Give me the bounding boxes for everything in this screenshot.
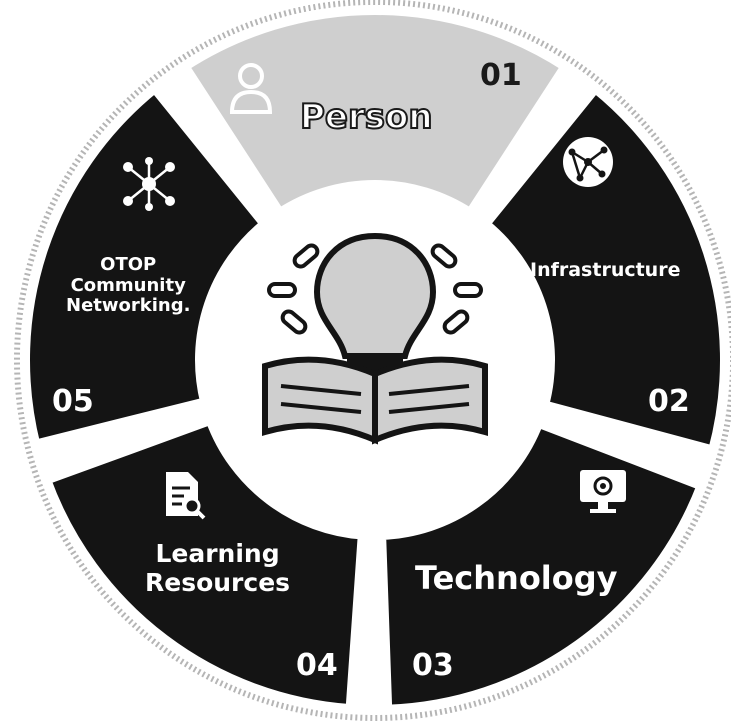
segment-label-otop-community-networking: OTOP Community Networking. [66,254,191,317]
segment-otop-community-networking [20,80,272,451]
segment-label-line: Learning [155,539,280,568]
document-search-icon [166,472,206,520]
people-network-icon [123,157,175,211]
segment-label-line: Networking. [66,295,191,317]
lightbulb-book-icon [262,232,488,445]
segment-infrastructure [478,80,730,457]
segments-layer [20,5,730,715]
monitor-gear-icon [580,470,626,513]
segment-number-01: 01 [480,58,522,93]
segment-label-person: Person [299,96,434,137]
person-icon [229,63,273,114]
segment-label-infrastructure: Infrastructure [530,259,681,281]
segment-label-line: Resources [145,567,291,597]
segment-number-03: 03 [412,648,454,683]
segment-label-technology: Technology [415,559,618,597]
segment-number-02: 02 [648,384,690,419]
segment-number-05: 05 [52,384,94,419]
segment-learning-resources [39,413,369,715]
segment-person [177,5,573,221]
segment-label-line: OTOP [100,254,157,275]
segment-label-line: Community [70,274,186,296]
globe-network-icon [563,137,613,187]
outer-ring [14,0,731,721]
segment-label-learning-resources: Learning Resources [145,539,291,598]
segment-number-04: 04 [296,648,338,683]
